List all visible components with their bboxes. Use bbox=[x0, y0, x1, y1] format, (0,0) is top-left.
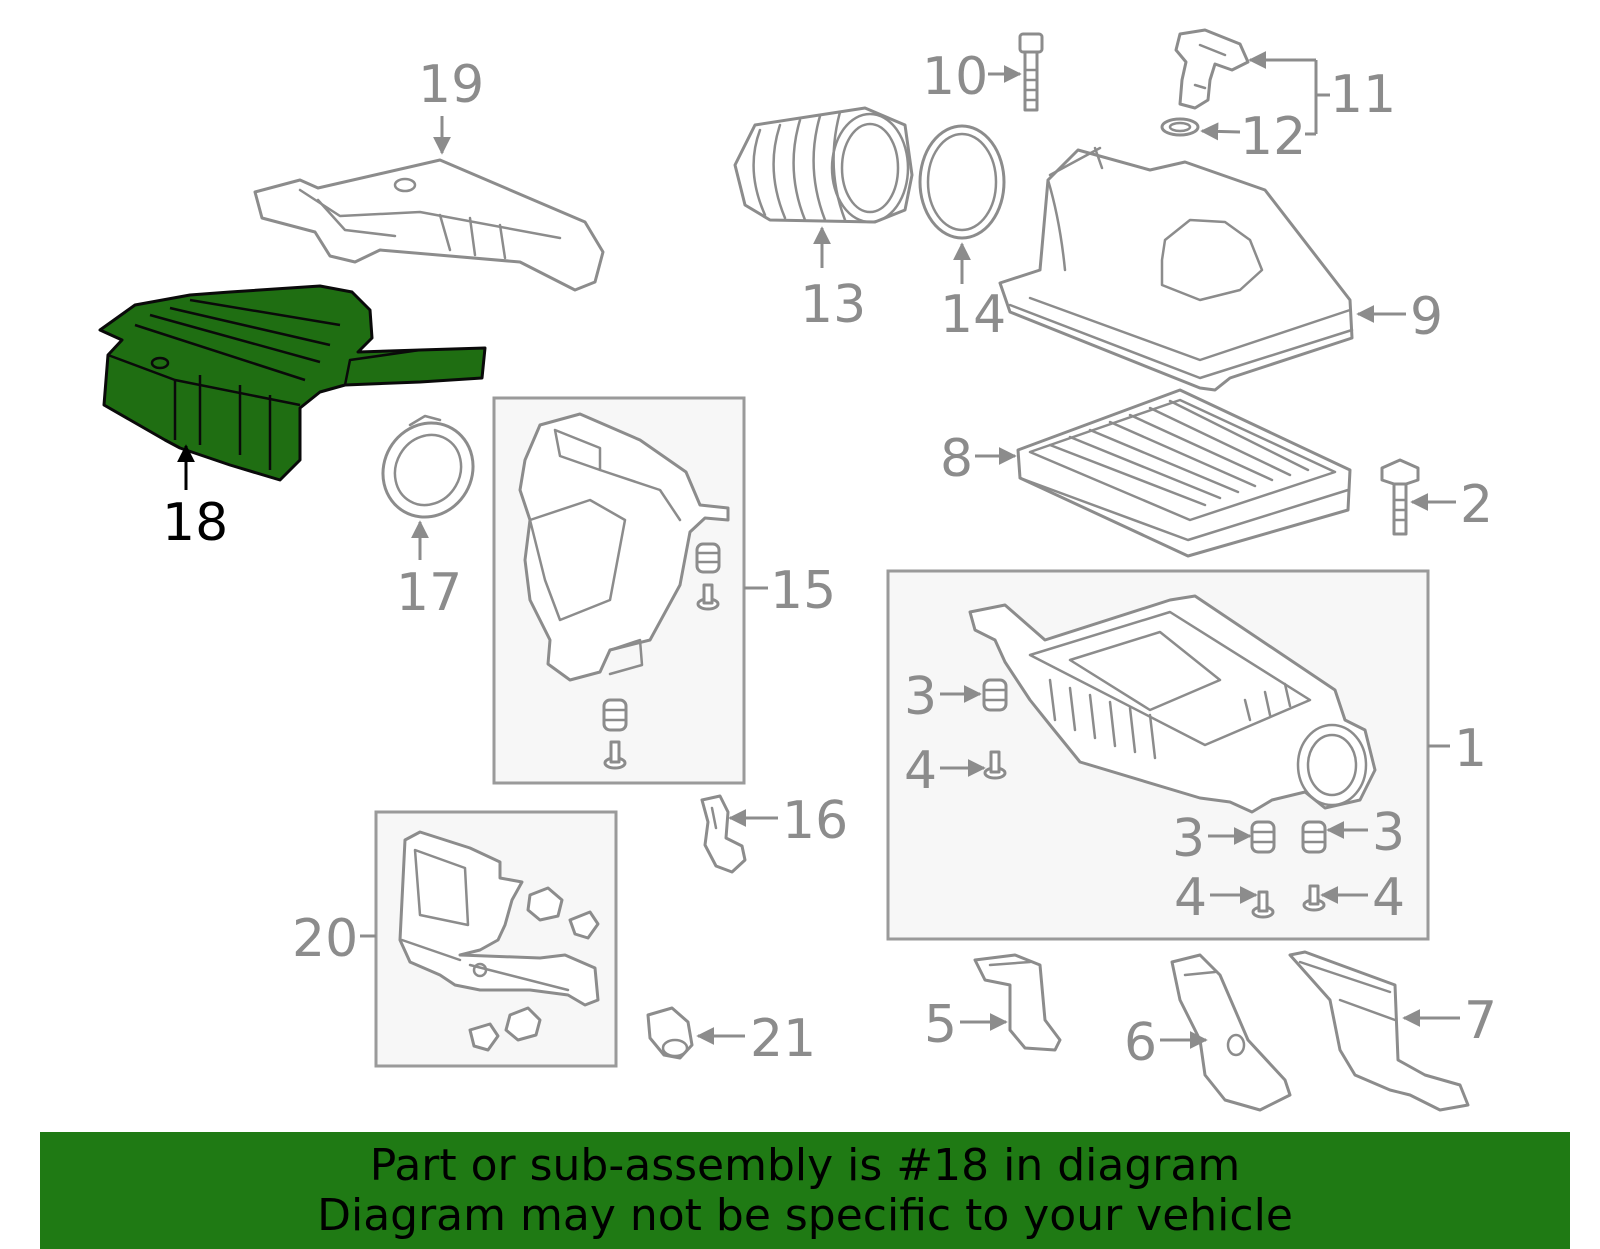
callout-20[interactable]: 20 bbox=[292, 909, 358, 969]
callout-10[interactable]: 10 bbox=[922, 47, 988, 107]
part-3-grommet-c[interactable] bbox=[1301, 820, 1327, 854]
part-18-air-duct-highlighted[interactable] bbox=[98, 284, 487, 482]
part-4-bolt-b[interactable] bbox=[1251, 890, 1275, 919]
part-15-grommet-b bbox=[602, 698, 628, 732]
part-15-intake-bracket[interactable] bbox=[518, 412, 730, 682]
callout-8[interactable]: 8 bbox=[940, 429, 973, 489]
leader-12 bbox=[1200, 122, 1241, 141]
part-20-bolt-b bbox=[468, 1022, 500, 1052]
part-19-air-duct[interactable] bbox=[253, 158, 605, 292]
callout-13[interactable]: 13 bbox=[800, 275, 866, 335]
part-20-mount-bracket[interactable] bbox=[398, 830, 600, 1007]
callout-18[interactable]: 18 bbox=[162, 493, 228, 553]
callout-21[interactable]: 21 bbox=[750, 1009, 816, 1069]
part-4-bolt-a[interactable] bbox=[983, 750, 1007, 780]
part-15-bolt-a bbox=[696, 583, 720, 611]
part-6-bracket[interactable] bbox=[1170, 953, 1292, 1112]
part-20-grommet-b bbox=[504, 1006, 542, 1042]
part-7-bracket[interactable] bbox=[1288, 950, 1470, 1112]
callout-19[interactable]: 19 bbox=[418, 55, 484, 115]
callout-5[interactable]: 5 bbox=[924, 995, 957, 1055]
callout-15[interactable]: 15 bbox=[770, 561, 836, 621]
part-9-cleaner-cover[interactable] bbox=[998, 146, 1354, 392]
part-21-fitting[interactable] bbox=[646, 1006, 694, 1060]
banner-line-1: Part or sub-assembly is #18 in diagram bbox=[369, 1139, 1241, 1191]
callout-6[interactable]: 6 bbox=[1124, 1013, 1157, 1073]
part-2-bolt[interactable] bbox=[1380, 458, 1420, 536]
callout-3c[interactable]: 3 bbox=[1372, 803, 1405, 863]
part-12-o-ring[interactable] bbox=[1160, 117, 1200, 137]
callout-12[interactable]: 12 bbox=[1240, 107, 1306, 167]
part-4-bolt-c[interactable] bbox=[1302, 884, 1326, 912]
part-3-grommet-a[interactable] bbox=[982, 678, 1008, 712]
callout-4a[interactable]: 4 bbox=[904, 741, 937, 801]
part-16-clip[interactable] bbox=[700, 794, 747, 874]
part-8-filter[interactable] bbox=[1016, 388, 1352, 558]
info-banner: Part or sub-assembly is #18 in diagram D… bbox=[40, 1132, 1570, 1249]
callout-16[interactable]: 16 bbox=[782, 791, 848, 851]
part-20-bolt-a bbox=[568, 910, 600, 940]
callout-9[interactable]: 9 bbox=[1410, 287, 1443, 347]
part-14-seal[interactable] bbox=[918, 124, 1006, 240]
part-15-bolt-b bbox=[603, 740, 627, 770]
callout-4b[interactable]: 4 bbox=[1174, 868, 1207, 928]
callout-3b[interactable]: 3 bbox=[1172, 809, 1205, 869]
part-1-cleaner-housing[interactable] bbox=[968, 594, 1377, 814]
callout-17[interactable]: 17 bbox=[396, 563, 462, 623]
part-20-grommet-a bbox=[526, 886, 564, 922]
part-3-grommet-b[interactable] bbox=[1250, 820, 1276, 854]
callout-7[interactable]: 7 bbox=[1464, 991, 1497, 1051]
callout-4c[interactable]: 4 bbox=[1372, 868, 1405, 928]
callout-11[interactable]: 11 bbox=[1330, 65, 1396, 125]
part-5-bracket[interactable] bbox=[973, 953, 1062, 1052]
part-17-clamp[interactable] bbox=[366, 406, 490, 533]
part-15-grommet-a bbox=[695, 542, 721, 574]
callout-3a[interactable]: 3 bbox=[904, 667, 937, 727]
banner-line-2: Diagram may not be specific to your vehi… bbox=[317, 1189, 1293, 1241]
part-13-intake-hose[interactable] bbox=[733, 106, 914, 224]
callout-14[interactable]: 14 bbox=[940, 285, 1006, 345]
callout-1[interactable]: 1 bbox=[1454, 719, 1487, 779]
part-10-bolt[interactable] bbox=[1018, 32, 1044, 112]
part-11-sensor[interactable] bbox=[1174, 28, 1250, 110]
callout-2[interactable]: 2 bbox=[1460, 475, 1493, 535]
